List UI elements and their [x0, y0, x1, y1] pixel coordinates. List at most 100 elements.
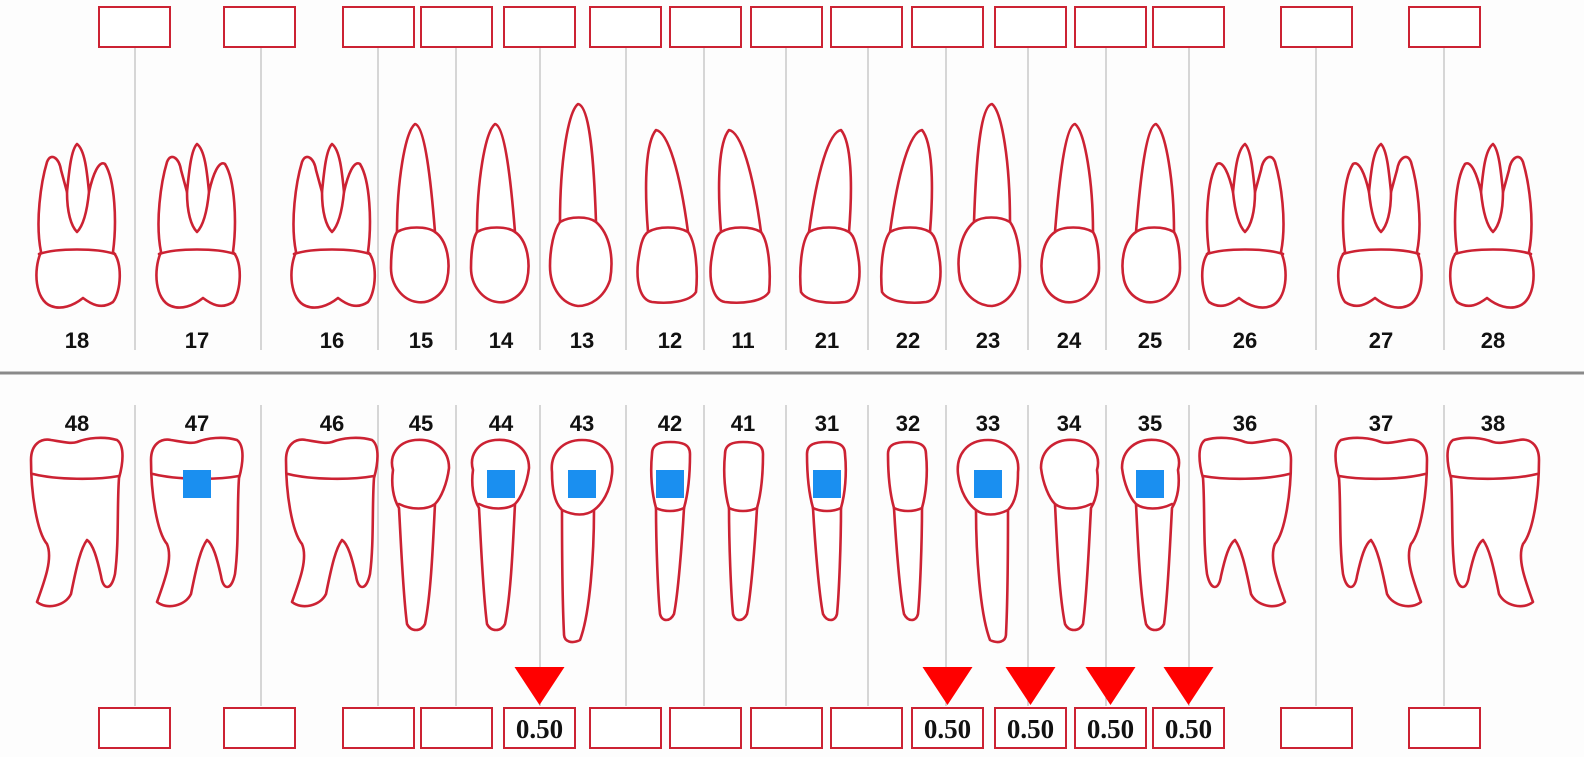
surface-marker-31	[813, 470, 841, 498]
tooth-number-17: 17	[185, 328, 209, 353]
tooth-35[interactable]	[1120, 438, 1181, 632]
lower-measure-box-45[interactable]	[420, 707, 493, 749]
tooth-22[interactable]	[879, 128, 942, 304]
tooth-number-28: 28	[1481, 328, 1505, 353]
tooth-number-33: 33	[976, 411, 1000, 436]
tooth-number-22: 22	[896, 328, 920, 353]
surface-marker-47	[183, 470, 211, 498]
upper-measure-box[interactable]	[420, 6, 493, 48]
upper-measure-box[interactable]	[830, 6, 903, 48]
tooth-45[interactable]	[390, 438, 451, 632]
tooth-38[interactable]	[1446, 436, 1541, 608]
tooth-31[interactable]	[805, 440, 848, 622]
tooth-44[interactable]	[470, 438, 531, 632]
tooth-16[interactable]	[290, 142, 377, 309]
recession-marker-44	[514, 667, 565, 705]
lower-measure-box-37[interactable]	[1280, 707, 1353, 749]
tooth-number-46: 46	[320, 411, 344, 436]
tooth-number-48: 48	[65, 411, 89, 436]
tooth-28[interactable]	[1448, 142, 1535, 309]
tooth-number-35: 35	[1138, 411, 1162, 436]
lower-measure-box-32[interactable]: 0.50	[911, 707, 984, 749]
markers	[183, 470, 1214, 705]
upper-measure-box[interactable]	[1152, 6, 1225, 48]
tooth-21[interactable]	[798, 128, 861, 304]
lower-measure-box-34[interactable]: 0.50	[994, 707, 1067, 749]
tooth-18[interactable]	[35, 142, 122, 309]
recession-marker-35	[1085, 667, 1136, 705]
measure-value-35: 0.50	[1087, 714, 1134, 744]
tooth-number-15: 15	[409, 328, 433, 353]
upper-measure-box[interactable]	[1280, 6, 1353, 48]
tooth-34[interactable]	[1039, 438, 1100, 632]
lower-measure-box-31[interactable]	[830, 707, 903, 749]
lower-measure-box-42[interactable]	[669, 707, 742, 749]
tooth-42[interactable]	[649, 440, 692, 622]
lower-measure-box-43[interactable]	[589, 707, 662, 749]
tooth-27[interactable]	[1336, 142, 1423, 309]
surface-marker-35	[1136, 470, 1164, 498]
upper-measure-box[interactable]	[911, 6, 984, 48]
lower-measure-box-47[interactable]	[223, 707, 296, 749]
upper-measure-box[interactable]	[994, 6, 1067, 48]
tooth-number-31: 31	[815, 411, 839, 436]
tooth-number-41: 41	[731, 411, 755, 436]
measure-value-32: 0.50	[924, 714, 971, 744]
lower-measure-box-38[interactable]	[1408, 707, 1481, 749]
tooth-number-34: 34	[1057, 411, 1082, 436]
tooth-32[interactable]	[886, 440, 929, 622]
tooth-11[interactable]	[709, 128, 772, 304]
lower-measure-box-48[interactable]	[98, 707, 171, 749]
tooth-48[interactable]	[29, 436, 124, 608]
tooth-number-11: 11	[731, 328, 754, 353]
measure-value-44: 0.50	[516, 714, 563, 744]
measure-value-34: 0.50	[1007, 714, 1054, 744]
tooth-number-14: 14	[489, 328, 514, 353]
tooth-number-24: 24	[1057, 328, 1082, 353]
measurement-boxes: 0.50 0.50 0.50 0.50 0.50	[98, 6, 1481, 749]
tooth-12[interactable]	[636, 128, 699, 304]
upper-measure-box[interactable]	[589, 6, 662, 48]
tooth-number-21: 21	[815, 328, 839, 353]
lower-measure-box-45[interactable]	[342, 707, 415, 749]
upper-measure-box[interactable]	[669, 6, 742, 48]
upper-measure-box[interactable]	[750, 6, 823, 48]
tooth-14[interactable]	[469, 122, 530, 304]
upper-measure-box[interactable]	[223, 6, 296, 48]
upper-measure-box[interactable]	[503, 6, 576, 48]
tooth-33[interactable]	[956, 438, 1020, 644]
tooth-47[interactable]	[149, 436, 244, 608]
surface-marker-44	[487, 470, 515, 498]
tooth-number-12: 12	[658, 328, 682, 353]
lower-measure-box-44[interactable]: 0.50	[503, 707, 576, 749]
tooth-37[interactable]	[1334, 436, 1429, 608]
lower-measure-box-31[interactable]	[750, 707, 823, 749]
tooth-46[interactable]	[284, 436, 379, 608]
tooth-number-26: 26	[1233, 328, 1257, 353]
tooth-number-38: 38	[1481, 411, 1505, 436]
tooth-36[interactable]	[1198, 436, 1293, 608]
tooth-number-23: 23	[976, 328, 1000, 353]
tooth-24[interactable]	[1040, 122, 1101, 304]
tooth-25[interactable]	[1121, 122, 1182, 304]
tooth-41[interactable]	[722, 440, 765, 622]
tooth-15[interactable]	[389, 122, 450, 304]
lower-measure-box-35[interactable]: 0.50	[1074, 707, 1147, 749]
tooth-number-32: 32	[896, 411, 920, 436]
surface-marker-33	[974, 470, 1002, 498]
tooth-number-18: 18	[65, 328, 89, 353]
tooth-number-13: 13	[570, 328, 594, 353]
upper-measure-box[interactable]	[98, 6, 171, 48]
tooth-43[interactable]	[550, 438, 614, 644]
tooth-17[interactable]	[155, 142, 242, 309]
tooth-26[interactable]	[1200, 142, 1287, 309]
measure-value-35: 0.50	[1165, 714, 1212, 744]
lower-measure-box-35[interactable]: 0.50	[1152, 707, 1225, 749]
upper-measure-box[interactable]	[1074, 6, 1147, 48]
recession-marker-32	[922, 667, 973, 705]
upper-measure-box[interactable]	[342, 6, 415, 48]
tooth-13[interactable]	[548, 102, 613, 308]
tooth-23[interactable]	[957, 102, 1022, 308]
upper-measure-box[interactable]	[1408, 6, 1481, 48]
